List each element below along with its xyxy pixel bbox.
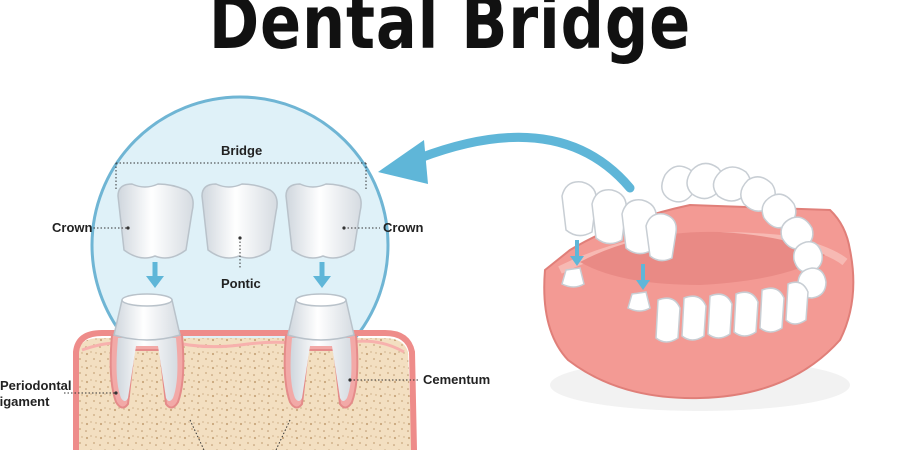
- curved-pointer-arrow: [378, 137, 630, 188]
- label-periodontal-ligament: Periodontal ligament: [0, 378, 72, 411]
- label-bridge: Bridge: [221, 143, 262, 159]
- label-periodontal-line1: Periodontal: [0, 378, 72, 393]
- label-cementum: Cementum: [423, 372, 490, 388]
- bridge-crowns: [118, 184, 361, 258]
- jaw-model: [544, 163, 853, 411]
- label-crown-left: Crown: [52, 220, 92, 236]
- label-pontic: Pontic: [221, 276, 261, 292]
- label-periodontal-line2: ligament: [0, 394, 49, 409]
- label-crown-right: Crown: [383, 220, 423, 236]
